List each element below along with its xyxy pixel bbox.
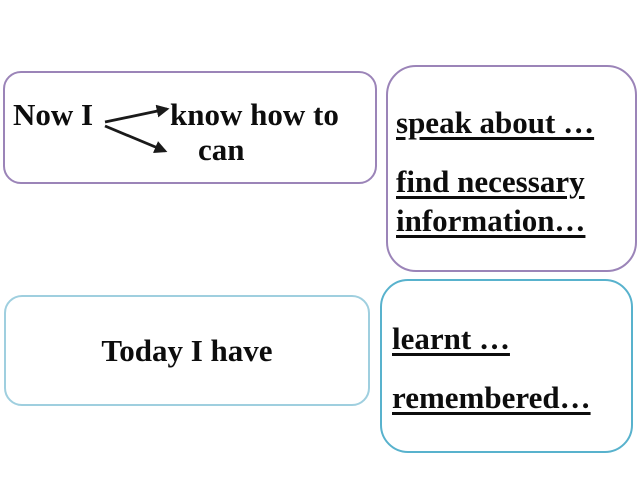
find-information-label: find necessary information… — [396, 164, 586, 238]
now-i-label: Now I — [13, 97, 94, 132]
learnt-box: learnt … remembered… — [380, 279, 633, 453]
branch-arrows-icon — [104, 104, 170, 153]
can-label: can — [198, 132, 245, 167]
learnt-label: learnt … — [392, 321, 510, 356]
now-i-box: Now I know how to can — [3, 71, 377, 184]
know-how-to-label: know how to — [170, 97, 339, 132]
speak-about-box: speak about … find necessary information… — [386, 65, 637, 272]
today-label: Today I have — [101, 333, 273, 368]
speak-about-label: speak about … — [396, 105, 595, 140]
today-box: Today I have — [4, 295, 370, 406]
remembered-label: remembered… — [392, 380, 591, 415]
